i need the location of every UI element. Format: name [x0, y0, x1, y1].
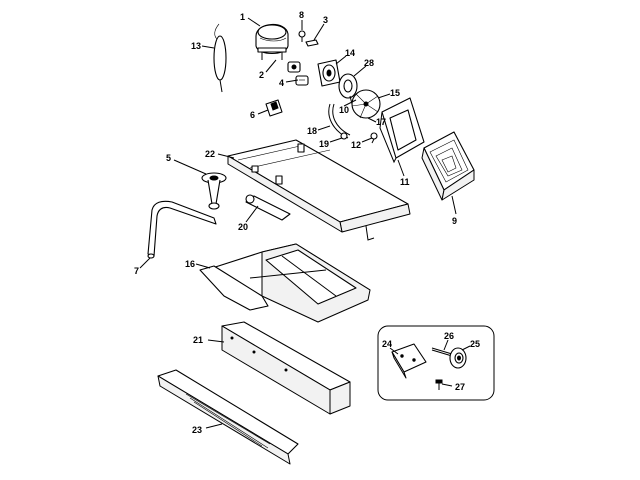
callout-22: 22 [205, 149, 215, 159]
callout-2: 2 [259, 70, 264, 80]
callout-25: 25 [470, 339, 480, 349]
callout-14: 14 [345, 48, 355, 58]
part-27-screw [435, 379, 443, 390]
part-15-fan-blade [351, 89, 381, 119]
callout-9: 9 [452, 216, 457, 226]
callout-24: 24 [382, 339, 392, 349]
callout-28: 28 [364, 58, 374, 68]
part-19-screw [340, 132, 348, 140]
part-21-panel [221, 321, 351, 415]
part-5-drain-cup [201, 172, 227, 210]
part-9-condenser [421, 131, 475, 201]
callout-5: 5 [166, 153, 171, 163]
part-2-relay [287, 61, 301, 73]
part-25-knob [449, 347, 467, 369]
callout-21: 21 [193, 335, 203, 345]
callout-23: 23 [192, 425, 202, 435]
callout-8: 8 [299, 10, 304, 20]
part-3-clip [305, 39, 319, 47]
callout-13: 13 [191, 41, 201, 51]
part-6-bracket [265, 99, 283, 117]
callout-18: 18 [307, 126, 317, 136]
callout-26: 26 [444, 331, 454, 341]
callout-15: 15 [390, 88, 400, 98]
callout-labels: 1 2 3 4 5 6 7 8 9 10 11 12 13 14 15 16 1… [134, 10, 480, 435]
part-23-kick-plate [157, 369, 299, 465]
part-12-screw [370, 132, 378, 144]
callout-6: 6 [250, 110, 255, 120]
callout-17: 17 [376, 117, 386, 127]
callout-4: 4 [279, 78, 284, 88]
part-16-drain-pan [199, 243, 371, 323]
callout-27: 27 [455, 382, 465, 392]
part-20-drain-tube [245, 194, 291, 221]
part-26-shaft [431, 347, 453, 357]
inset-box [377, 325, 495, 401]
callout-10: 10 [339, 105, 349, 115]
part-11-fan-shroud [379, 97, 425, 164]
part-14-motor-bracket [317, 59, 341, 87]
callout-20: 20 [238, 222, 248, 232]
callout-1: 1 [240, 12, 245, 22]
part-7-drain-hose [147, 200, 217, 259]
part-8-grommet [298, 30, 306, 42]
callout-3: 3 [323, 15, 328, 25]
part-13-drier [213, 23, 227, 93]
callout-19: 19 [319, 139, 329, 149]
leader-lines [139, 17, 471, 429]
part-24-control [391, 343, 427, 379]
part-28-fan-motor [338, 73, 358, 105]
part-22-base-panel [227, 139, 411, 241]
callout-12: 12 [351, 140, 361, 150]
callout-11: 11 [400, 177, 410, 187]
callout-16: 16 [185, 259, 195, 269]
callout-7: 7 [134, 266, 139, 276]
part-1-compressor [255, 23, 289, 60]
